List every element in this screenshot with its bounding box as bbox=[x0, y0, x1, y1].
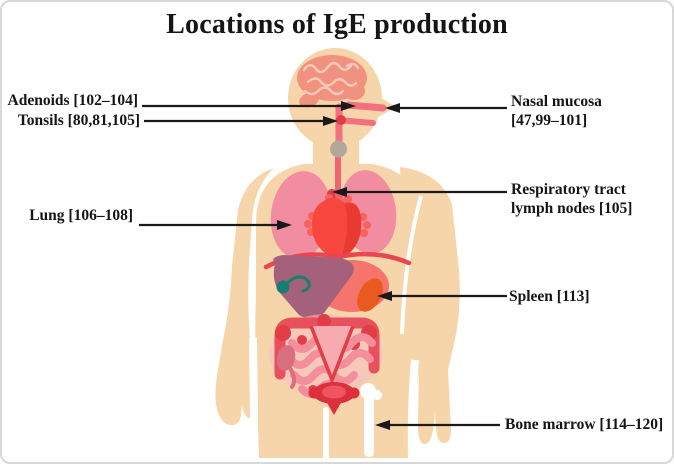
lung-arrowhead bbox=[277, 220, 292, 230]
larynx bbox=[330, 140, 347, 158]
label-bone-marrow: Bone marrow [114–120] bbox=[505, 416, 663, 435]
label-lung: Lung [106–108] bbox=[29, 207, 133, 226]
spleen-arrowhead bbox=[377, 291, 392, 301]
arrow-lines bbox=[139, 104, 507, 427]
mesentery bbox=[311, 326, 353, 380]
arrow-heads bbox=[277, 101, 400, 430]
label-nasal-mucosa: Nasal mucosa [47,99–101] bbox=[511, 93, 602, 130]
label-spleen-text: Spleen [113] bbox=[509, 288, 590, 305]
label-adenoids-text: Adenoids [102–104] bbox=[7, 92, 138, 109]
label-respiratory-line1: Respiratory tract bbox=[511, 181, 626, 198]
right-arm bbox=[400, 167, 460, 445]
left-arm bbox=[215, 168, 274, 426]
cecum bbox=[276, 345, 296, 371]
label-adenoids: Adenoids [102–104] bbox=[8, 92, 138, 111]
respiratory-arrowhead bbox=[332, 187, 347, 197]
appendix bbox=[288, 366, 297, 389]
heart bbox=[304, 191, 371, 260]
label-nasal-mucosa-line2: [47,99–101] bbox=[511, 111, 588, 129]
nasal-mucosa-arrowhead bbox=[385, 103, 400, 113]
bone-marrow-arrowhead bbox=[375, 420, 390, 430]
femur-bone bbox=[360, 383, 382, 457]
label-respiratory-lymph-nodes: Respiratory tract lymph nodes [105] bbox=[511, 181, 632, 218]
figure-title: Locations of IgE production bbox=[166, 9, 508, 40]
brain bbox=[297, 55, 367, 108]
adenoids-arrowhead bbox=[341, 101, 356, 111]
label-lung-text: Lung [106–108] bbox=[29, 207, 133, 224]
tonsil-node bbox=[336, 115, 346, 125]
body-separations bbox=[249, 195, 423, 461]
liver bbox=[273, 255, 354, 319]
label-nasal-mucosa-line1: Nasal mucosa bbox=[511, 93, 602, 110]
label-tonsils: Tonsils [80,81,105] bbox=[18, 112, 140, 131]
label-bone-marrow-text: Bone marrow [114–120] bbox=[505, 416, 664, 433]
brain-folds bbox=[302, 61, 360, 96]
spleen-organ bbox=[357, 278, 383, 312]
tonsils-arrowhead bbox=[323, 116, 338, 126]
label-respiratory-line2: lymph nodes [105] bbox=[511, 199, 633, 217]
bladder-highlight bbox=[322, 385, 346, 399]
label-tonsils-text: Tonsils [80,81,105] bbox=[17, 112, 140, 129]
intestines bbox=[269, 314, 383, 398]
gallbladder bbox=[276, 275, 311, 294]
label-spleen: Spleen [113] bbox=[509, 288, 590, 307]
